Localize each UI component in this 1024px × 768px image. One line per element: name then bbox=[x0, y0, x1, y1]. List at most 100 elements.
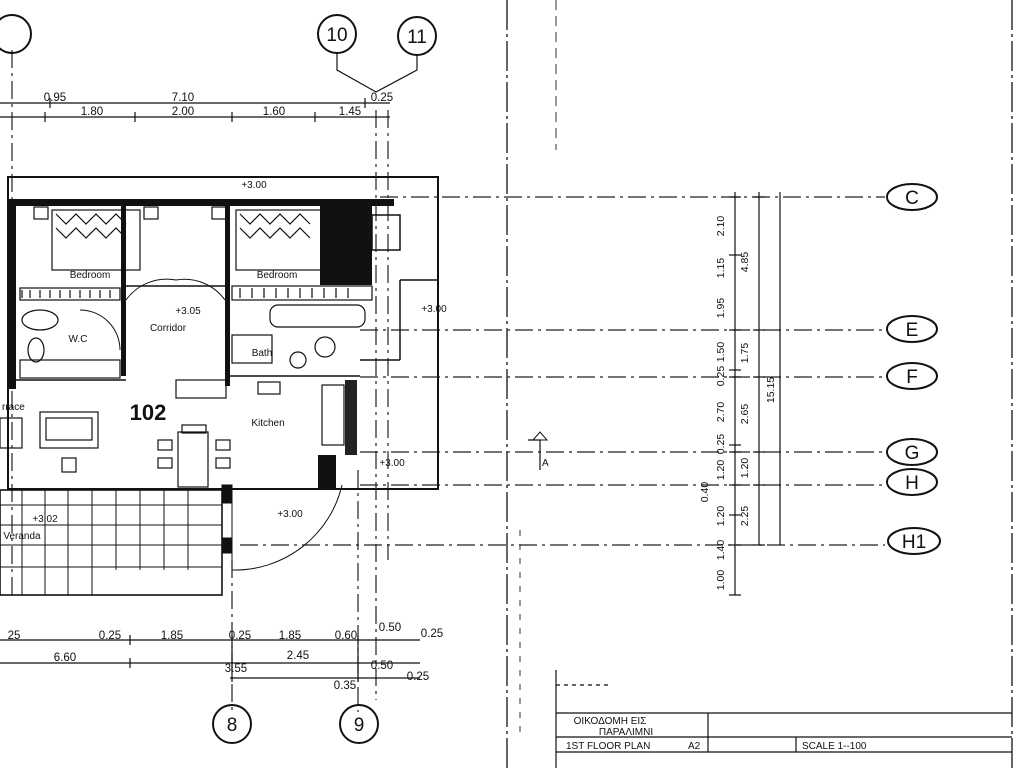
level-corridor: +3.05 bbox=[175, 306, 201, 317]
grid-bubble-H: H bbox=[886, 468, 938, 496]
dim-top-0.25: 0.25 bbox=[371, 92, 393, 104]
dim-right-2.70: 2.70 bbox=[715, 402, 727, 423]
grid-label-F: F bbox=[906, 367, 918, 388]
dim-right-1.50: 1.50 bbox=[715, 342, 727, 363]
dim-bottom-1.85a: 1.85 bbox=[161, 630, 183, 642]
section-mark-a: A bbox=[528, 431, 549, 470]
grid-bubble-C: C bbox=[886, 183, 938, 211]
dim-bottom-0.25c: 0.25 bbox=[421, 628, 443, 640]
dim-right-1.75: 1.75 bbox=[739, 343, 751, 364]
grid-label-G: G bbox=[905, 443, 920, 464]
grid-bubble-partial-left bbox=[0, 14, 32, 54]
grid-label-H1: H1 bbox=[902, 532, 926, 553]
title-project-line2: ΠΑΡΑΛΙΜΝΙ bbox=[599, 727, 653, 738]
grid-lines bbox=[11, 50, 885, 712]
level-marks: +3.00 +3.00 +3.05 +3.00 +3.02 +3.00 bbox=[32, 180, 447, 525]
dim-right-1.15: 1.15 bbox=[715, 258, 727, 279]
dim-right-1.40: 1.40 bbox=[715, 540, 727, 561]
bottom-dimension-lines bbox=[0, 635, 420, 682]
section-label: A bbox=[542, 458, 549, 469]
living-sofa bbox=[0, 411, 99, 473]
grid-bubble-F: F bbox=[886, 362, 938, 390]
kitchen-pillar bbox=[318, 455, 336, 490]
dim-right-1.20b: 1.20 bbox=[715, 506, 727, 527]
entry-door-arc bbox=[231, 484, 343, 571]
dim-bottom-0.35: 0.35 bbox=[334, 680, 356, 692]
grid-label-9: 9 bbox=[354, 715, 365, 736]
dim-right-0.25b: 0.25 bbox=[715, 434, 727, 455]
grid-label-H: H bbox=[905, 473, 919, 494]
dim-right-0.25a: 0.25 bbox=[715, 366, 727, 387]
dim-bottom-0.50a: 0.50 bbox=[379, 622, 401, 634]
grid-bubble-11: 11 bbox=[397, 16, 437, 56]
grid-label-10: 10 bbox=[326, 25, 347, 46]
room-label-kitchen: Kitchen bbox=[251, 418, 284, 429]
dim-top-1.80: 1.80 bbox=[81, 106, 103, 118]
dim-bottom-6.60: 6.60 bbox=[54, 652, 76, 664]
sheet-borders bbox=[506, 0, 1013, 768]
dim-bottom-0.25b: 0.25 bbox=[229, 630, 251, 642]
level-veranda: +3.02 bbox=[32, 514, 58, 525]
dim-right-2.25: 2.25 bbox=[739, 506, 751, 527]
bath-fixtures bbox=[231, 304, 366, 369]
grid-bubble-G: G bbox=[886, 438, 938, 466]
dim-bottom-25: 25 bbox=[8, 630, 21, 642]
dim-top-7.10: 7.10 bbox=[172, 92, 194, 104]
room-label-bedroom-2: Bedroom bbox=[257, 270, 298, 281]
dim-bottom-0.50b: 0.50 bbox=[371, 660, 393, 672]
grid-bubble-10: 10 bbox=[317, 14, 357, 54]
grid-bubble-E: E bbox=[886, 315, 938, 343]
room-label-terrace: rrace bbox=[2, 402, 25, 413]
unit-number: 102 bbox=[130, 400, 167, 425]
top-dimension-texts: 0.95 7.10 0.25 1.80 2.00 1.60 1.45 bbox=[44, 92, 393, 118]
closet-right bbox=[371, 214, 401, 251]
door-swings bbox=[79, 278, 343, 571]
top-wall-thick bbox=[14, 199, 394, 206]
title-drawing-name: 1ST FLOOR PLAN bbox=[566, 741, 650, 752]
right-dimension-texts: 2.10 1.15 1.95 1.50 0.25 2.70 0.25 1.20 … bbox=[699, 216, 777, 591]
dim-right-2.10: 2.10 bbox=[715, 216, 727, 237]
partition-wall-2 bbox=[225, 206, 230, 386]
grid-bubble-9: 9 bbox=[339, 704, 379, 744]
right-dimension-lines bbox=[729, 192, 781, 596]
level-stair: +3.00 bbox=[277, 509, 303, 520]
dim-right-4.85: 4.85 bbox=[739, 252, 751, 273]
room-label-corridor: Corridor bbox=[150, 323, 187, 334]
grid-label-E: E bbox=[906, 320, 919, 341]
kitchen-furniture bbox=[157, 379, 345, 488]
dim-bottom-0.25d: 0.25 bbox=[407, 671, 429, 683]
grid-label-11: 11 bbox=[407, 27, 427, 48]
bedroom-1-bed bbox=[33, 206, 159, 271]
level-right: +3.00 bbox=[421, 304, 447, 315]
dim-right-2.65: 2.65 bbox=[739, 404, 751, 425]
partition-wall-1 bbox=[121, 206, 126, 376]
dim-bottom-0.60: 0.60 bbox=[335, 630, 357, 642]
corridor-door-arc bbox=[125, 278, 177, 301]
dim-bottom-0.25a: 0.25 bbox=[99, 630, 121, 642]
grid-bubble-H1: H1 bbox=[887, 527, 941, 555]
stair-core-dark bbox=[320, 205, 372, 285]
wc-fixtures bbox=[19, 309, 121, 379]
room-label-bedroom-1: Bedroom bbox=[70, 270, 111, 281]
dim-right-0.40: 0.40 bbox=[699, 482, 711, 503]
bottom-dimension-texts: 25 0.25 1.85 0.25 1.85 0.60 0.50 0.25 6.… bbox=[8, 622, 444, 692]
room-label-veranda: Veranda bbox=[3, 531, 41, 542]
room-labels: Bedroom Bedroom Corridor W.C Bath Kitche… bbox=[2, 270, 297, 542]
dim-bottom-3.55: 3.55 bbox=[225, 663, 247, 675]
veranda-grid bbox=[0, 484, 233, 596]
dim-top-1.60: 1.60 bbox=[263, 106, 285, 118]
room-label-bath: Bath bbox=[252, 348, 273, 359]
level-kitchen: +3.00 bbox=[379, 458, 405, 469]
title-block bbox=[555, 670, 1012, 768]
title-scale: SCALE 1--100 bbox=[802, 741, 867, 752]
dim-top-2.00: 2.00 bbox=[172, 106, 194, 118]
dim-right-1.20a: 1.20 bbox=[715, 460, 727, 481]
title-project-line1: ΟΙΚΟΔΟΜΗ ΕΙΣ bbox=[574, 716, 647, 727]
outer-wall-main bbox=[7, 176, 439, 490]
dim-top-0.95: 0.95 bbox=[44, 92, 66, 104]
level-top: +3.00 bbox=[241, 180, 267, 191]
wardrobes bbox=[19, 285, 373, 301]
grid-label-C: C bbox=[905, 188, 919, 209]
dim-right-1.00: 1.00 bbox=[715, 570, 727, 591]
